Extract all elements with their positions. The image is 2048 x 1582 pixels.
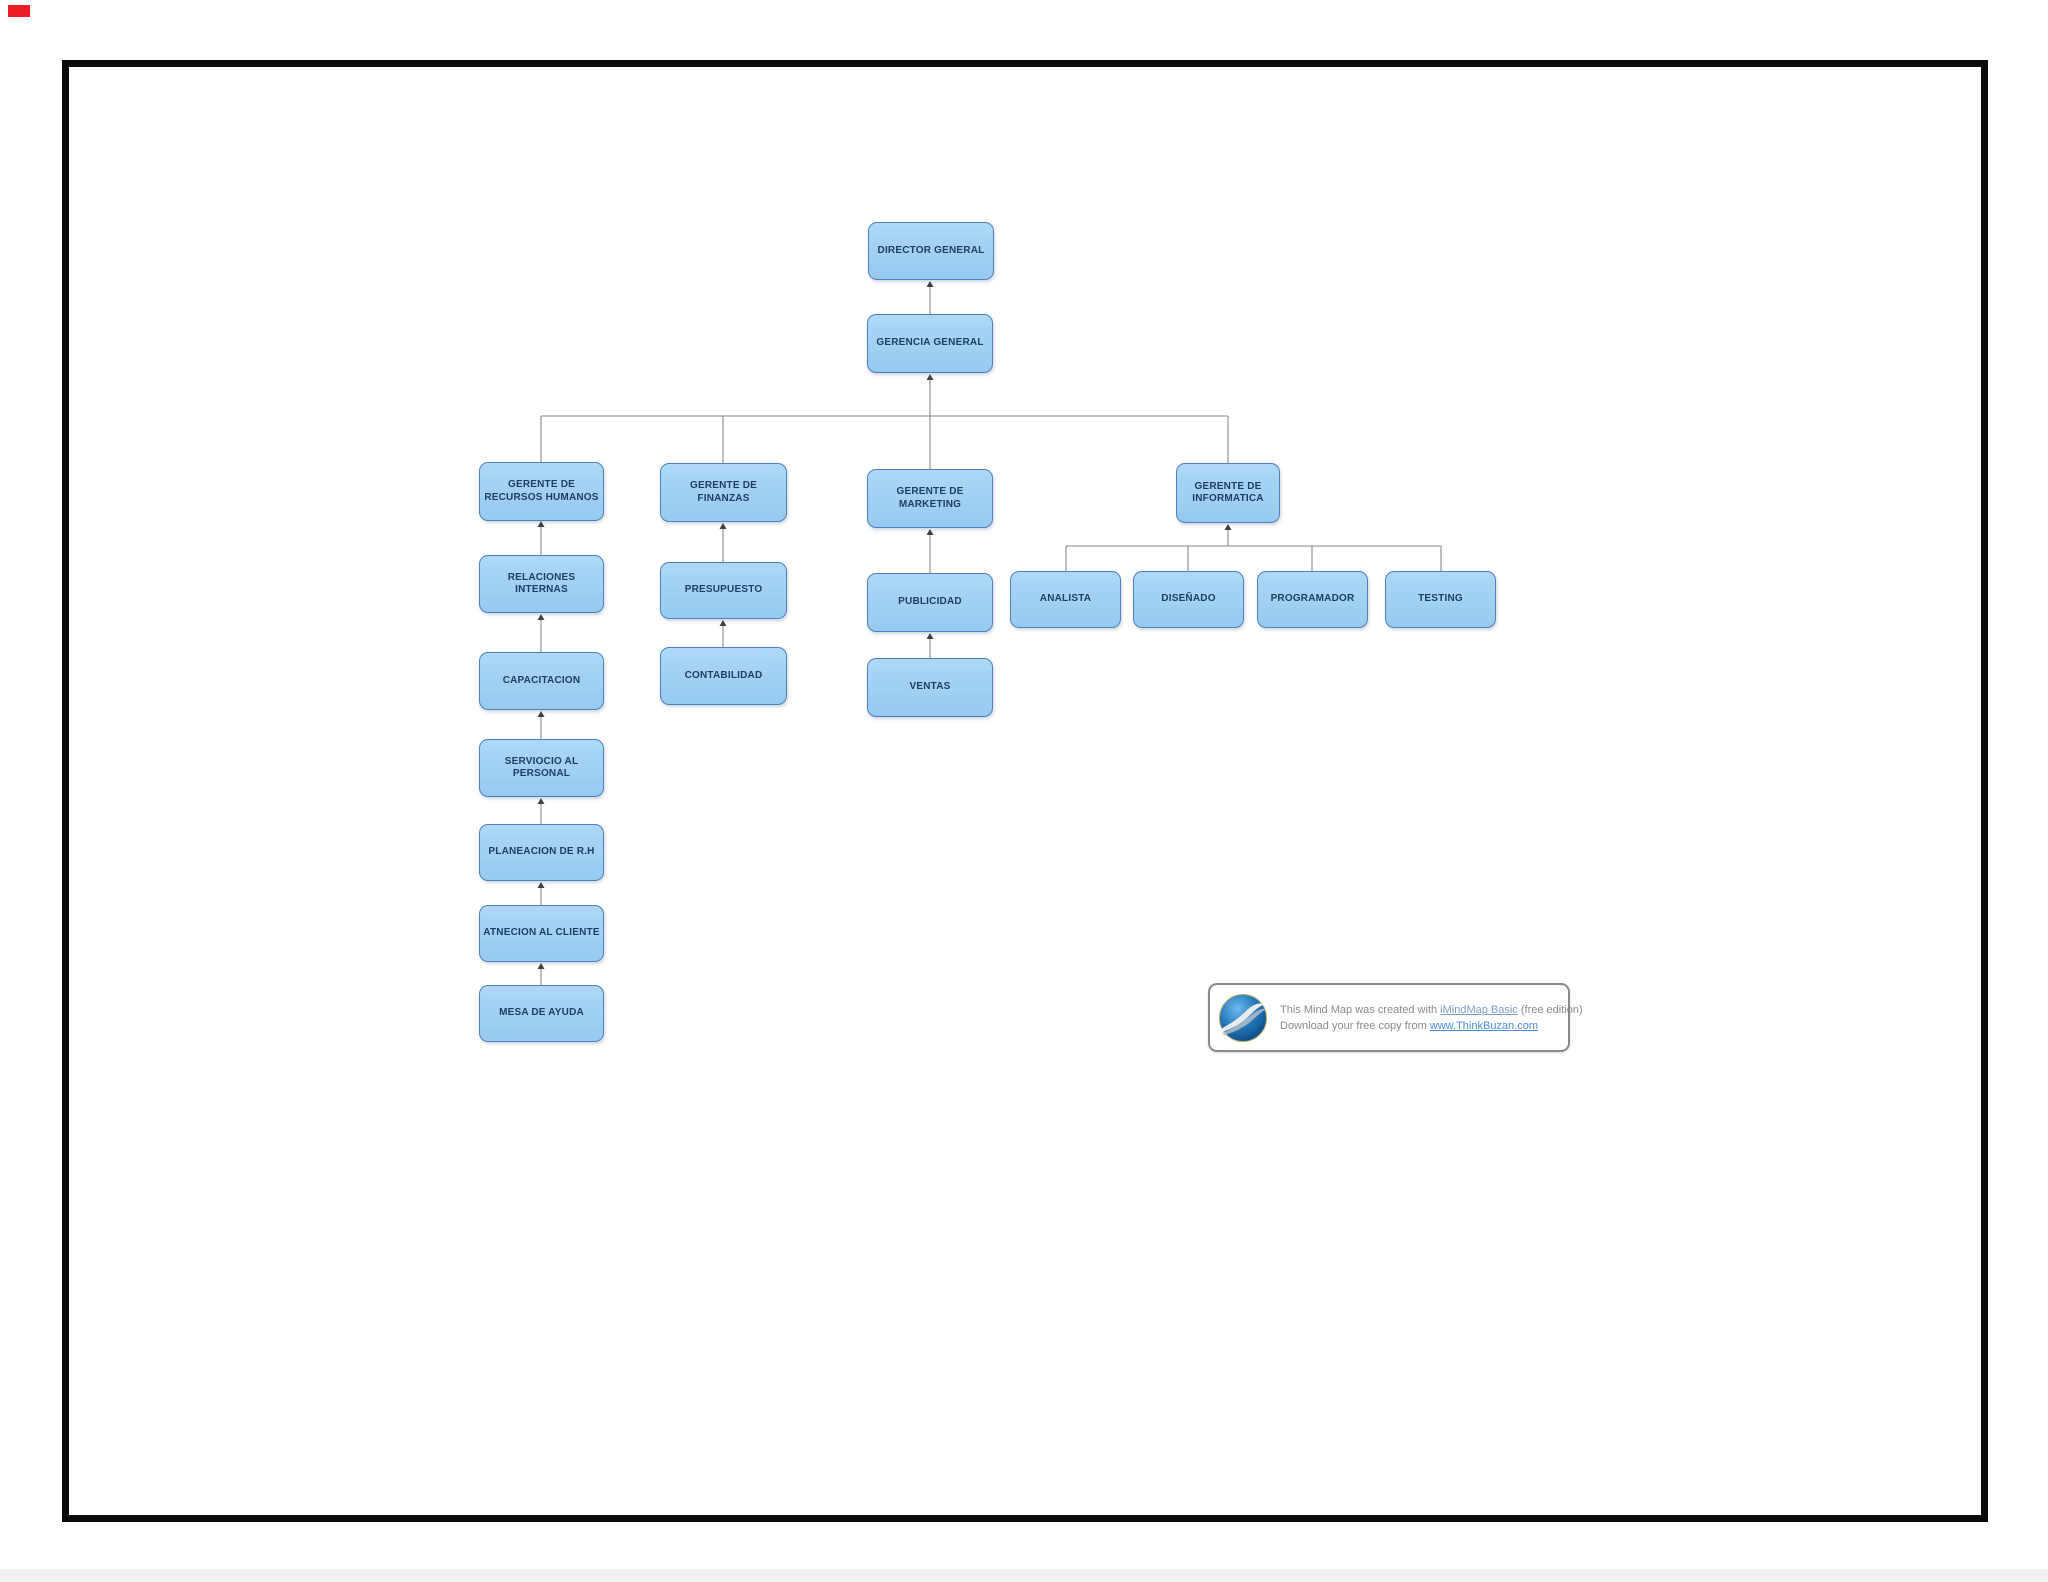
node-label: PLANEACION DE R.H	[488, 846, 595, 858]
imindmap-basic-link[interactable]: iMindMap Basic	[1440, 1003, 1518, 1016]
node-label: PUBLICIDAD	[898, 596, 962, 608]
node-label: CONTABILIDAD	[684, 669, 763, 681]
node-presupuesto[interactable]: PRESUPUESTO	[660, 562, 787, 619]
bottom-strip	[0, 1569, 2048, 1582]
node-label: MESA DE AYUDA	[499, 1007, 584, 1019]
node-label: GERENTE DE MARKETING	[896, 486, 964, 510]
node-finanzas[interactable]: GERENTE DE FINANZAS	[660, 463, 787, 522]
node-testing[interactable]: TESTING	[1385, 571, 1496, 628]
node-analista[interactable]: ANALISTA	[1010, 571, 1121, 628]
node-gerencia[interactable]: GERENCIA GENERAL	[867, 314, 993, 373]
node-informatica[interactable]: GERENTE DE INFORMATICA	[1176, 463, 1280, 523]
node-serviocio[interactable]: SERVIOCIO AL PERSONAL	[479, 739, 604, 797]
red-marker	[8, 5, 30, 17]
node-publicidad[interactable]: PUBLICIDAD	[867, 573, 993, 632]
node-label: GERENTE DE INFORMATICA	[1192, 480, 1264, 505]
node-ventas[interactable]: VENTAS	[867, 658, 993, 717]
node-contabilidad[interactable]: CONTABILIDAD	[660, 647, 787, 705]
node-relaciones[interactable]: RELACIONES INTERNAS	[479, 555, 604, 613]
node-label: ATNECION AL CLIENTE	[483, 927, 600, 939]
watermark-line1: This Mind Map was created with iMindMap …	[1280, 1003, 1583, 1016]
node-label: RELACIONES INTERNAS	[507, 571, 576, 596]
thinkbuzan-link[interactable]: www.ThinkBuzan.com	[1429, 1019, 1539, 1032]
node-label: PRESUPUESTO	[684, 584, 763, 596]
watermark-line2: Download your free copy from www.ThinkBu…	[1280, 1019, 1539, 1032]
page-border-frame	[62, 60, 1988, 1522]
node-label: DISEÑADO	[1161, 593, 1216, 605]
node-label: SERVIOCIO AL PERSONAL	[504, 755, 579, 780]
node-label: TESTING	[1418, 593, 1463, 605]
node-label: VENTAS	[909, 681, 951, 693]
node-label: GERENTE DE RECURSOS HUMANOS	[484, 479, 599, 503]
imindmap-logo-icon	[1219, 993, 1267, 1042]
node-director[interactable]: DIRECTOR GENERAL	[868, 222, 994, 280]
node-label: DIRECTOR GENERAL	[877, 244, 985, 256]
node-capacitacion[interactable]: CAPACITACION	[479, 652, 604, 710]
node-label: CAPACITACION	[502, 674, 581, 686]
node-atnecion[interactable]: ATNECION AL CLIENTE	[479, 905, 604, 962]
node-marketing[interactable]: GERENTE DE MARKETING	[867, 469, 993, 528]
watermark-box: This Mind Map was created with iMindMap …	[1208, 983, 1583, 1052]
watermark-text: This Mind Map was created with iMindMap …	[1280, 1002, 1583, 1034]
node-disenado[interactable]: DISEÑADO	[1133, 571, 1244, 628]
node-rh[interactable]: GERENTE DE RECURSOS HUMANOS	[479, 462, 604, 521]
node-label: GERENCIA GENERAL	[876, 337, 984, 349]
node-label: GERENTE DE FINANZAS	[689, 480, 757, 504]
node-programador[interactable]: PROGRAMADOR	[1257, 571, 1368, 628]
node-mesa[interactable]: MESA DE AYUDA	[479, 985, 604, 1042]
node-label: PROGRAMADOR	[1270, 593, 1355, 605]
node-label: ANALISTA	[1039, 593, 1092, 605]
node-planeacion[interactable]: PLANEACION DE R.H	[479, 824, 604, 881]
